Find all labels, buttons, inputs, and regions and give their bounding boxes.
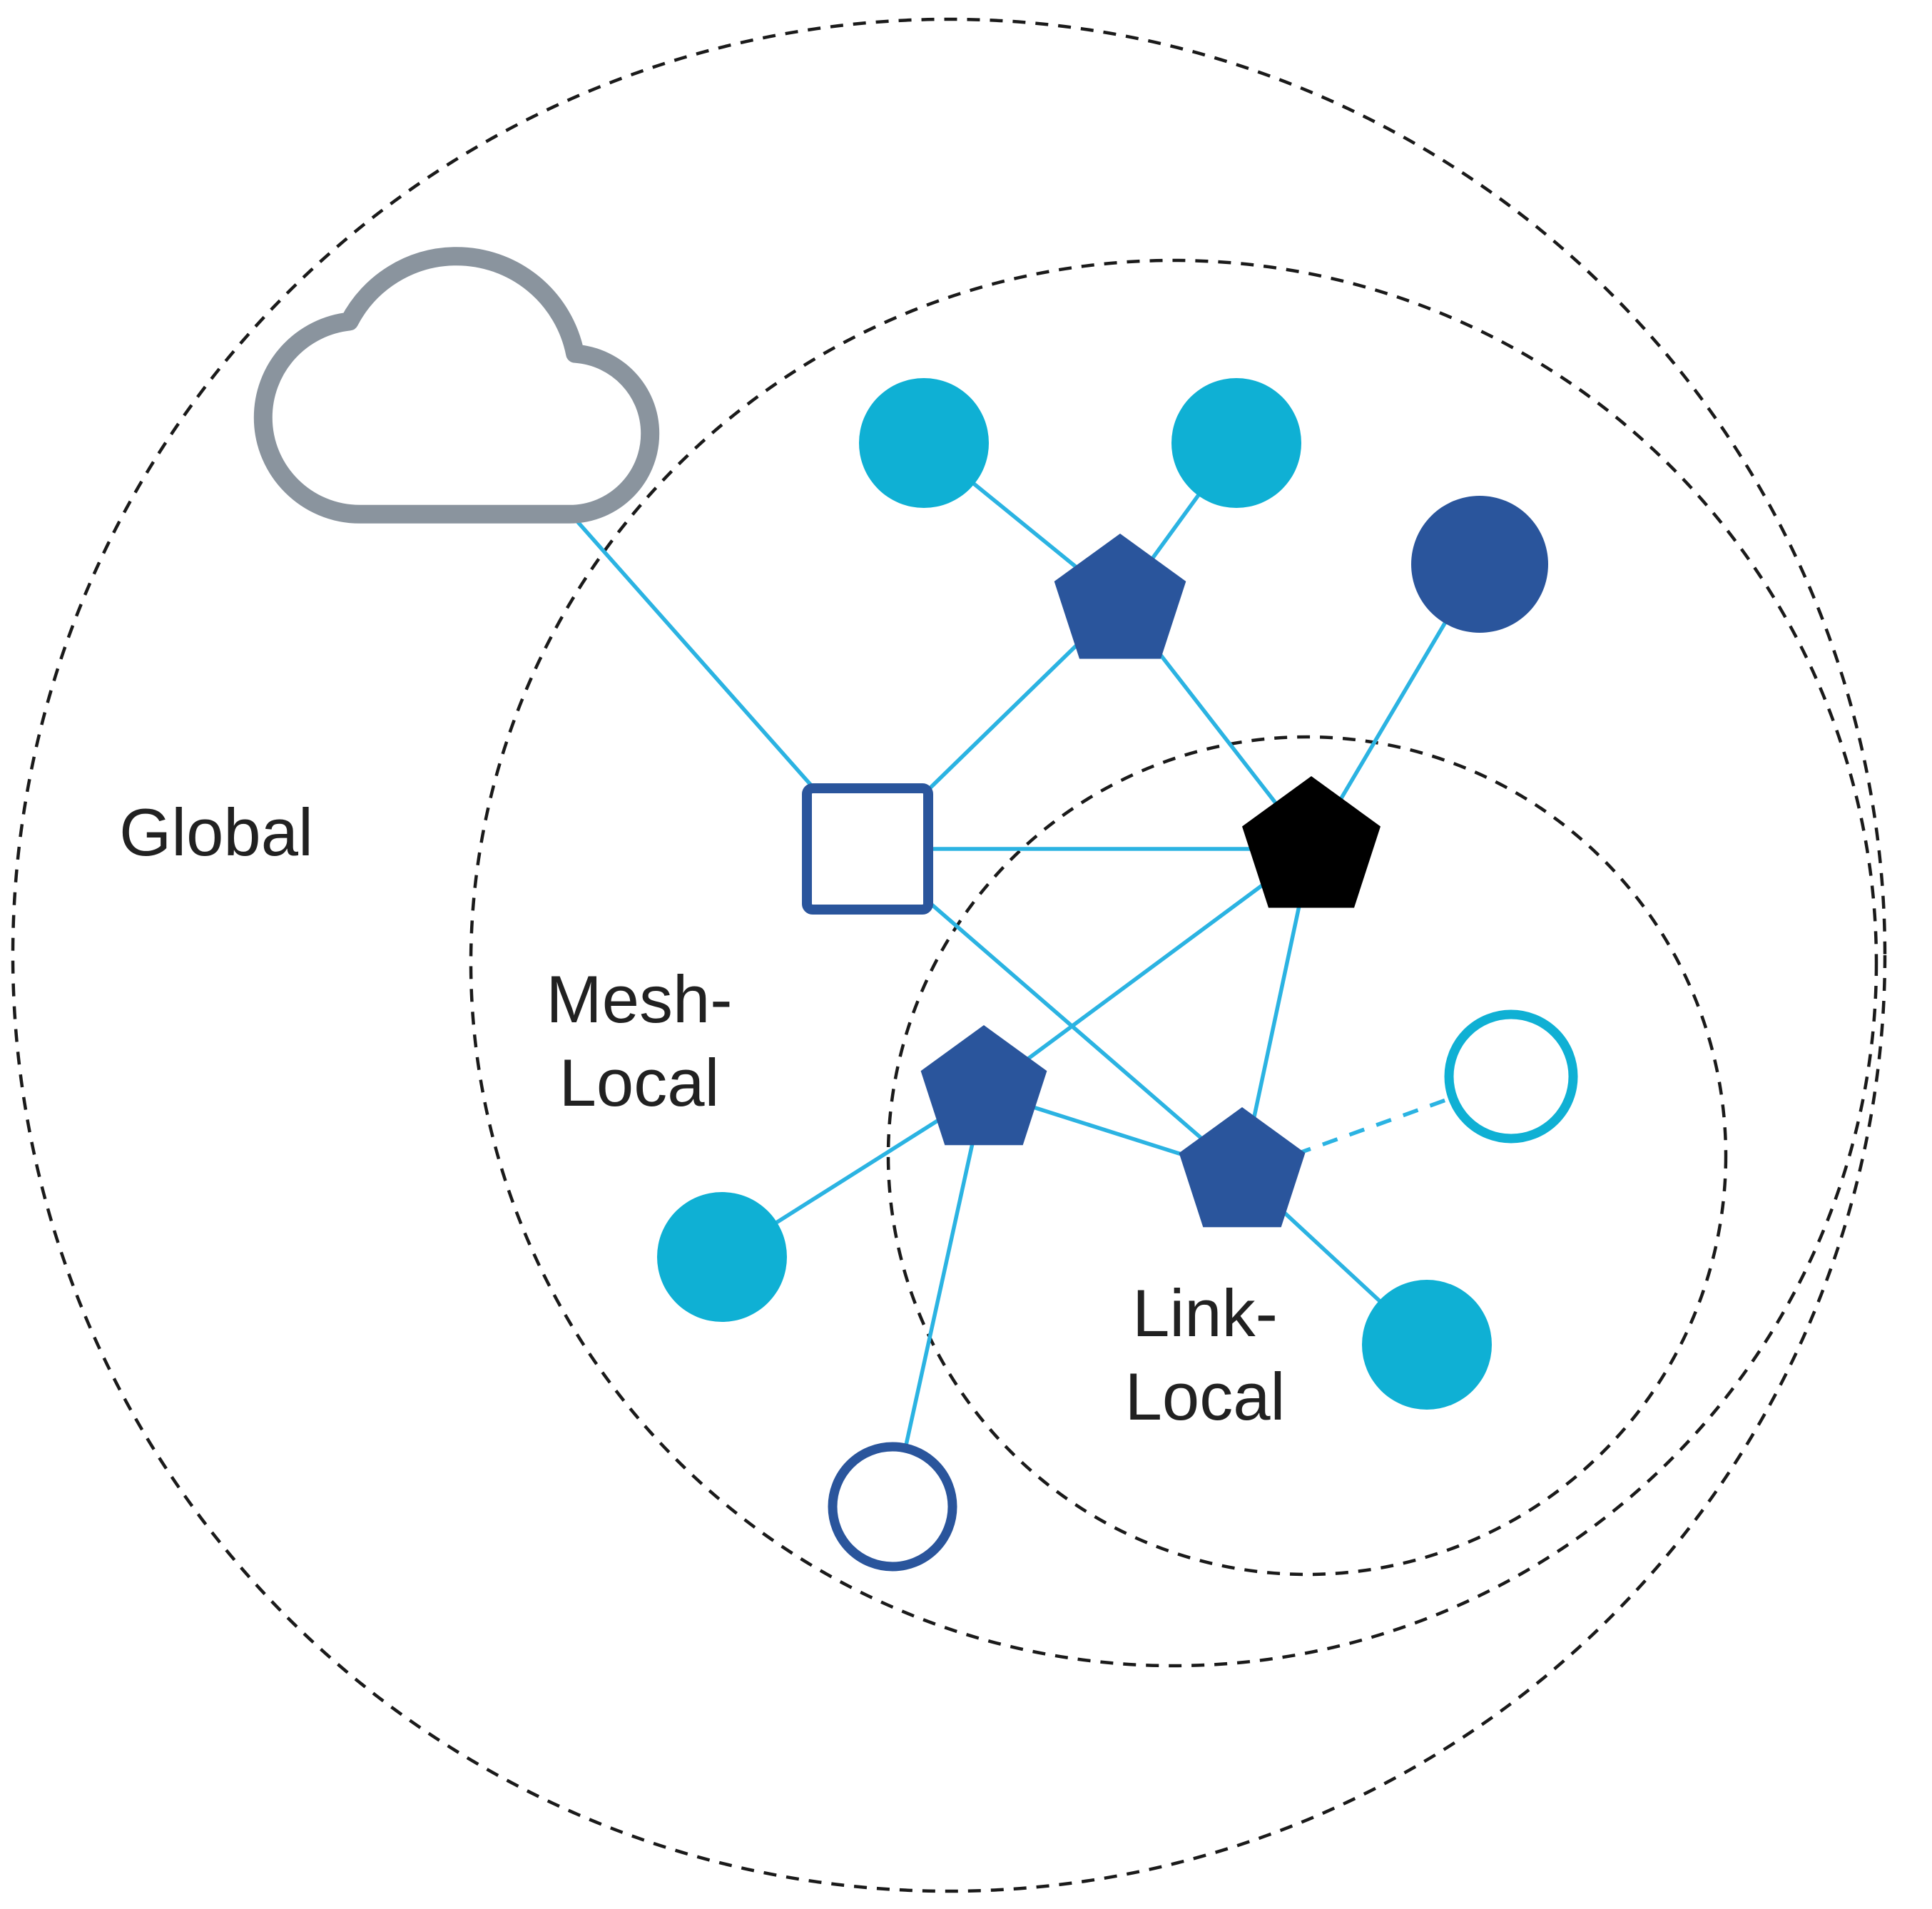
router-top-node: [1054, 534, 1186, 659]
edges: [454, 384, 1512, 1507]
outlined-device-cyan-node: [1444, 1009, 1578, 1144]
scope-global-circle: [11, 17, 1887, 1893]
router-right-node: [1179, 1107, 1306, 1228]
edge-leader-router-left: [982, 847, 1313, 1094]
end-device-1-node: [859, 378, 989, 508]
scope-mesh-local-circle: [469, 258, 1878, 1668]
end-device-5-node: [1362, 1280, 1492, 1410]
leader-node: [1242, 776, 1381, 908]
scope-mesh-local-label-line: Local: [559, 1045, 720, 1120]
router-left-node: [920, 1025, 1047, 1146]
scope-global-label: Global: [119, 795, 313, 870]
scope-global-label-line: Global: [119, 795, 313, 870]
end-device-4-node: [657, 1192, 787, 1322]
end-device-2-node: [1171, 378, 1301, 508]
outlined-device-navy-node: [828, 1442, 957, 1572]
border-router-node: [802, 783, 933, 915]
scope-link-local-label-line: Link-: [1132, 1276, 1278, 1350]
scope-mesh-local-label-line: Mesh-: [546, 962, 732, 1037]
scope-mesh-local-label: Mesh- Local: [546, 962, 732, 1120]
nodes: [253, 247, 1578, 1572]
edge-router-left-outlined-device-navy: [890, 1091, 986, 1507]
device-navy-node: [1411, 496, 1548, 633]
internet-cloud-icon: [253, 247, 660, 524]
scope-circles: [11, 17, 1887, 1893]
scope-link-local-label: Link- Local: [1125, 1276, 1286, 1434]
scope-link-local-circle: [886, 735, 1728, 1577]
scope-link-local-label-line: Local: [1125, 1359, 1286, 1434]
